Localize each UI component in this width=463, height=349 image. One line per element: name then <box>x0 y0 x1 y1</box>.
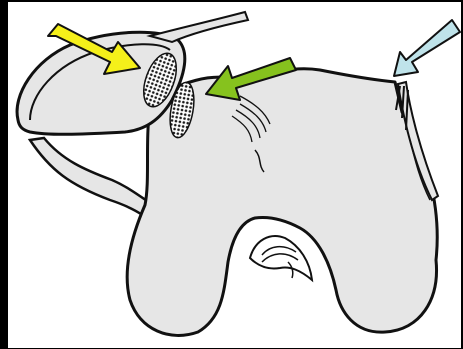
knee-illustration <box>0 0 463 349</box>
knee-diagram <box>0 0 463 349</box>
